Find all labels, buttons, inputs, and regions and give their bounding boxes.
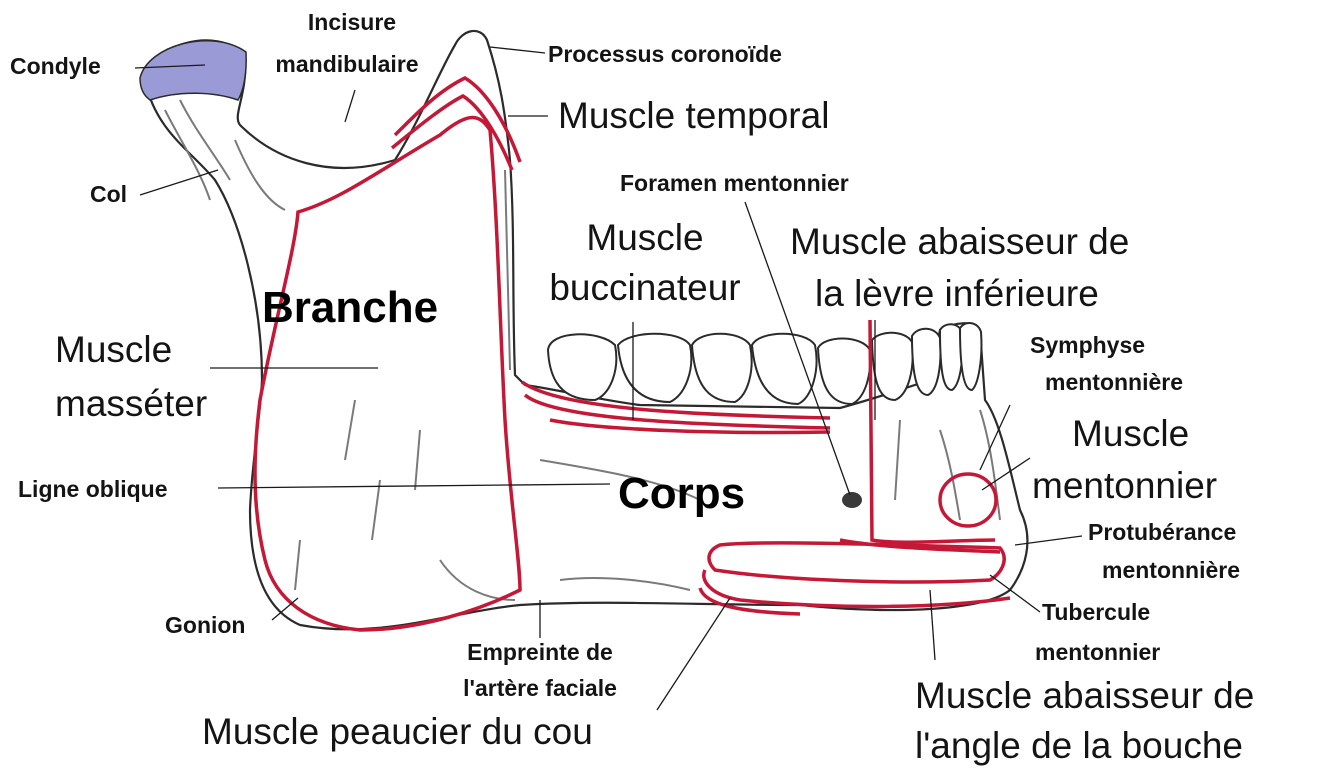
label-incisure-line1: Incisure xyxy=(262,10,442,35)
mental-foramen xyxy=(842,492,862,508)
label-mentalis-line2: mentonnier xyxy=(1032,466,1217,507)
label-depressor-angle-line1: Muscle abaisseur de xyxy=(915,676,1254,717)
label-incisure-line2: mandibulaire xyxy=(252,52,442,77)
label-col: Col xyxy=(90,182,127,207)
label-depressor-lower-lip-line1: Muscle abaisseur de xyxy=(790,222,1129,263)
label-buccinator-line2: buccinateur xyxy=(515,268,775,309)
label-masseter-line1: Muscle xyxy=(55,330,172,371)
label-facial-artery-line1: Empreinte de xyxy=(425,640,655,665)
label-mental-foramen: Foramen mentonnier xyxy=(620,171,849,196)
label-protuberance-line2: mentonnière xyxy=(1102,558,1240,583)
condyle-cap xyxy=(140,41,246,100)
label-symphysis-line1: Symphyse xyxy=(1030,333,1145,358)
label-depressor-angle-line2: l'angle de la bouche xyxy=(915,726,1243,767)
label-masseter-line2: masséter xyxy=(55,384,207,425)
label-coronoid-process: Processus coronoïde xyxy=(548,42,782,67)
label-facial-artery-line2: l'artère faciale xyxy=(425,676,655,701)
label-protuberance-line1: Protubérance xyxy=(1088,520,1236,545)
label-tubercle-line1: Tubercule xyxy=(1042,600,1150,625)
label-condyle: Condyle xyxy=(10,54,101,79)
label-branche: Branche xyxy=(262,284,438,332)
label-depressor-lower-lip-line2: la lèvre inférieure xyxy=(815,274,1099,315)
label-gonion: Gonion xyxy=(165,613,245,638)
label-mentalis-line1: Muscle xyxy=(1072,414,1189,455)
label-buccinator-line1: Muscle xyxy=(530,218,760,259)
label-tubercle-line2: mentonnier xyxy=(1035,640,1160,665)
label-platysma: Muscle peaucier du cou xyxy=(202,712,593,753)
label-oblique-line: Ligne oblique xyxy=(18,477,168,502)
label-corps: Corps xyxy=(618,470,745,518)
label-temporal-muscle: Muscle temporal xyxy=(558,96,829,137)
label-symphysis-line2: mentonnière xyxy=(1045,370,1183,395)
